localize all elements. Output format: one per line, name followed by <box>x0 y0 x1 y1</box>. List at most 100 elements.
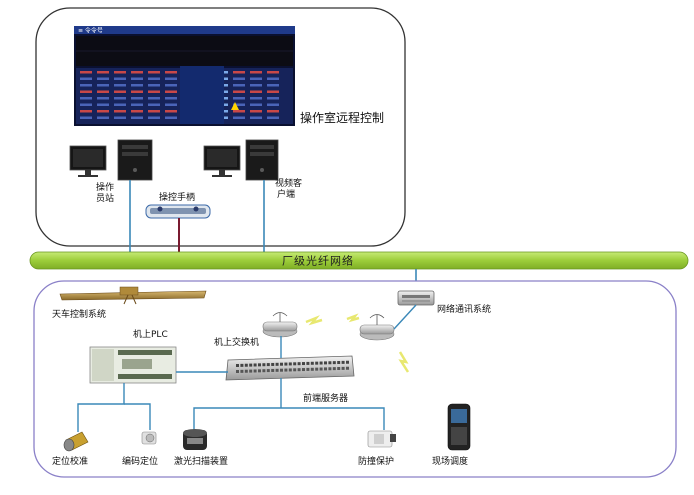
hmi-indicator <box>80 84 92 87</box>
hmi-indicator <box>131 77 143 80</box>
wireless-ap-icon <box>359 314 395 341</box>
hmi-indicator <box>97 84 109 87</box>
device-label: 防撞保护 <box>358 455 394 467</box>
hmi-indicator <box>267 71 279 74</box>
hmi-indicator <box>233 90 245 93</box>
device-label: 现场调度 <box>432 455 468 467</box>
server-port <box>244 369 248 373</box>
hmi-indicator <box>131 90 143 93</box>
server-port <box>315 367 319 371</box>
server-port <box>306 367 310 371</box>
server-port <box>236 364 239 367</box>
server-port <box>337 367 341 371</box>
server-port <box>249 363 253 367</box>
hmi-indicator <box>165 77 177 80</box>
server-port <box>319 367 323 371</box>
video-client-label: 视频客 <box>275 177 302 189</box>
video-client-label-2: 户端 <box>277 188 295 200</box>
server-port <box>271 368 275 372</box>
hmi-indicator <box>80 77 92 80</box>
server-port <box>288 368 292 372</box>
crane-icon <box>59 286 207 305</box>
encoder-icon <box>141 431 157 445</box>
server-port <box>310 367 314 371</box>
device-label: 定位校准 <box>52 455 88 467</box>
hmi-indicator <box>80 110 92 113</box>
operator-monitor-icon <box>69 145 107 177</box>
hmi-indicator <box>114 97 126 100</box>
crane-control-label: 天车控制系统 <box>52 308 106 320</box>
video-monitor-icon <box>203 145 241 177</box>
device-label: 编码定位 <box>122 455 158 467</box>
server-port <box>280 362 283 366</box>
hmi-indicator <box>148 97 160 100</box>
anticollision-sensor-icon <box>367 430 396 448</box>
onboard-switch-icon <box>262 312 298 338</box>
server-port <box>236 370 239 373</box>
hmi-indicator <box>165 110 177 113</box>
hmi-indicator <box>267 97 279 100</box>
plc-encoder-link <box>124 403 151 430</box>
hmi-indicator <box>250 116 262 119</box>
hmi-indicator <box>131 84 143 87</box>
wireless-signal-icon <box>305 315 323 326</box>
hmi-indicator <box>250 90 262 93</box>
server-port <box>240 369 244 373</box>
wireless-signal-icon <box>346 313 360 323</box>
hmi-indicator <box>80 90 92 93</box>
hmi-indicator <box>267 90 279 93</box>
front-server-icon <box>225 355 355 381</box>
hmi-indicator <box>148 103 160 106</box>
plc-sensor-links <box>77 383 125 432</box>
server-port <box>328 361 332 365</box>
fiber-network-label: 厂级光纤网络 <box>282 254 354 268</box>
device-label: 激光扫描装置 <box>174 455 228 467</box>
server-port <box>280 368 283 372</box>
video-pc-tower-icon <box>245 139 279 181</box>
server-port <box>302 368 305 372</box>
hmi-indicator <box>233 103 245 106</box>
hmi-indicator <box>148 71 160 74</box>
server-port <box>310 361 314 365</box>
hmi-indicator <box>131 116 143 119</box>
server-port <box>258 369 261 373</box>
ap-comm-link <box>393 304 417 330</box>
server-port <box>249 369 253 373</box>
hmi-indicator <box>233 97 245 100</box>
hmi-indicator <box>131 103 143 106</box>
server-port <box>293 362 297 366</box>
server-port <box>262 363 266 367</box>
hmi-indicator <box>267 103 279 106</box>
server-port <box>284 362 288 366</box>
fiber-network-bar <box>29 251 689 270</box>
onboard-switch-label: 机上交换机 <box>214 336 259 348</box>
server-port <box>253 369 257 373</box>
server-port <box>328 367 332 371</box>
server-device-bus <box>193 407 385 430</box>
hmi-indicator <box>233 77 245 80</box>
server-port <box>337 361 341 365</box>
hmi-indicator <box>233 84 245 87</box>
server-port <box>324 367 327 371</box>
hmi-indicator <box>131 110 143 113</box>
operator-station-label: 操作 <box>96 181 114 193</box>
server-port <box>275 368 279 372</box>
server-port <box>306 361 310 365</box>
front-server-label: 前端服务器 <box>303 392 348 404</box>
server-port <box>341 366 345 370</box>
hmi-indicator <box>97 97 109 100</box>
hmi-indicator <box>233 116 245 119</box>
server-port <box>262 369 266 373</box>
joystick-console-icon <box>145 204 211 219</box>
server-port <box>253 363 257 367</box>
hmi-indicator <box>250 71 262 74</box>
hmi-indicator <box>267 77 279 80</box>
server-port <box>266 363 270 367</box>
hmi-indicator <box>97 71 109 74</box>
plc-label: 机上PLC <box>133 328 168 340</box>
hmi-indicator <box>97 110 109 113</box>
wireless-signal-icon <box>398 351 410 373</box>
hmi-indicator <box>267 84 279 87</box>
hmi-indicator <box>267 116 279 119</box>
server-port <box>346 360 349 364</box>
